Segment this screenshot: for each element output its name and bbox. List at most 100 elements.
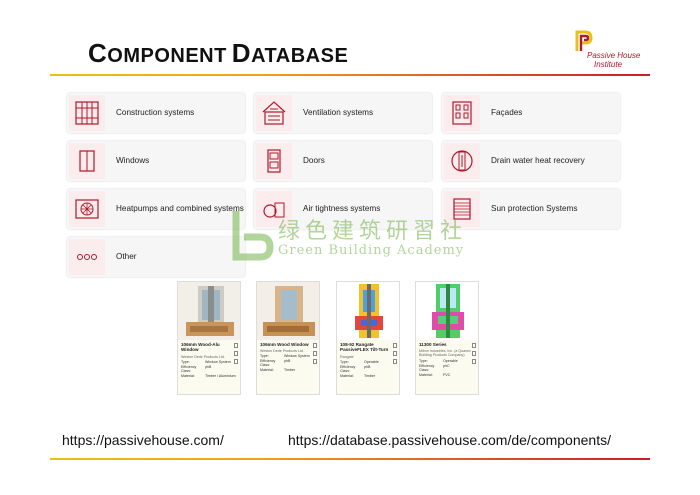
product-card[interactable]: 106mm Wood Window Weston Dede Products L…	[256, 281, 320, 395]
sun-protection-icon	[444, 191, 480, 227]
document-icons	[234, 343, 238, 364]
spec-key: Efficiency Class:	[419, 363, 435, 372]
category-air-tightness-systems[interactable]: Air tightness systems	[254, 189, 432, 229]
document-icons	[313, 343, 317, 364]
spec-value: phB	[284, 359, 291, 364]
category-label: Windows	[116, 156, 150, 166]
product-name: 106mm Wood-Alu Window	[181, 342, 220, 353]
spec-value: Operable	[443, 358, 458, 363]
spec-value: Operable	[364, 359, 379, 364]
title-word-database: ATABASE	[251, 45, 349, 67]
watermark-logo-icon	[232, 211, 274, 261]
spec-key: Material:	[419, 372, 433, 377]
logo-text-line2: Institute	[594, 60, 623, 69]
passive-house-logo-icon	[575, 30, 593, 51]
spec-value: Timber / Aluminium	[205, 373, 236, 378]
spec-value: Window System	[205, 359, 231, 364]
category-label: Other	[116, 252, 137, 262]
spec-value: phB	[205, 364, 212, 369]
spec-value: phC	[443, 363, 450, 368]
construction-icon	[69, 95, 105, 131]
spec-value: phB	[364, 364, 371, 369]
category-windows[interactable]: Windows	[67, 141, 245, 181]
product-maker: Milron Industries, Inc. (a Quanex Buildi…	[419, 349, 471, 358]
category-other[interactable]: Other	[67, 237, 245, 277]
category-label: Heatpumps and combined systems	[116, 204, 244, 214]
link-passivehouse[interactable]: https://passivehouse.com/	[62, 432, 224, 448]
spec-value: Window System	[284, 354, 310, 359]
other-icon	[69, 239, 105, 275]
bottom-divider	[50, 458, 650, 460]
document-icon[interactable]	[313, 351, 317, 356]
product-image	[337, 282, 399, 340]
spec-key: Type:	[340, 359, 349, 364]
heatpump-icon	[69, 191, 105, 227]
category-label: Ventilation systems	[303, 108, 374, 118]
document-icons	[393, 343, 397, 364]
category-ventilation-systems[interactable]: Ventilation systems	[254, 93, 432, 133]
spec-key: Type:	[260, 354, 269, 359]
spec-key: Type:	[181, 359, 190, 364]
category-sun-protection-systems[interactable]: Sun protection Systems	[442, 189, 620, 229]
product-maker: Weston Dede Products Ltd.	[181, 354, 225, 359]
category-heatpumps[interactable]: Heatpumps and combined systems	[67, 189, 245, 229]
product-card[interactable]: 106mm Wood-Alu Window Weston Dede Produc…	[177, 281, 241, 395]
document-icons	[472, 343, 476, 364]
document-icon[interactable]	[234, 359, 238, 364]
product-card[interactable]: 108-92 Rangate PassiveFLEX Tilt-Turn Ran…	[336, 281, 400, 395]
product-name: 11300 Series	[419, 342, 447, 347]
spec-value: Timber	[364, 373, 376, 378]
watermark: 绿色建筑研習社 Green Building Academy	[230, 205, 480, 265]
product-name: 108-92 Rangate PassiveFLEX Tilt-Turn	[340, 342, 389, 353]
link-component-database[interactable]: https://database.passivehouse.com/de/com…	[288, 432, 611, 448]
document-icon[interactable]	[393, 343, 397, 348]
watermark-text-cn: 绿色建筑研習社	[278, 219, 468, 244]
window-icon	[69, 143, 105, 179]
category-label: Doors	[303, 156, 325, 166]
document-icon[interactable]	[472, 351, 476, 356]
document-icon[interactable]	[393, 351, 397, 356]
document-icon[interactable]	[234, 351, 238, 356]
category-label: Façades	[491, 108, 523, 118]
spec-key: Efficiency Class:	[181, 364, 197, 373]
document-icon[interactable]	[234, 343, 238, 348]
facade-icon	[444, 95, 480, 131]
category-label: Sun protection Systems	[491, 204, 578, 214]
product-image	[257, 282, 319, 340]
top-divider	[50, 74, 650, 76]
product-maker: Weston Dede Products Ltd.	[260, 349, 304, 354]
title-initial-d: D	[231, 38, 252, 68]
title-initial-c: C	[88, 38, 108, 68]
category-drain-water-heat-recovery[interactable]: Drain water heat recovery	[442, 141, 620, 181]
document-icon[interactable]	[313, 343, 317, 348]
watermark-text-en: Green Building Academy	[278, 243, 465, 258]
spec-key: Type:	[419, 358, 428, 363]
product-image	[416, 282, 478, 340]
ventilation-icon	[256, 95, 292, 131]
document-icon[interactable]	[313, 359, 317, 364]
category-doors[interactable]: Doors	[254, 141, 432, 181]
product-image	[178, 282, 240, 340]
document-icon[interactable]	[472, 359, 476, 364]
spec-value: Timber	[284, 368, 296, 373]
title-word-component: OMPONENT	[107, 45, 227, 67]
category-label: Construction systems	[116, 108, 195, 118]
product-maker: Rangate	[340, 354, 354, 359]
logo-text-line1: Passive House	[587, 51, 641, 60]
category-label: Air tightness systems	[303, 204, 381, 214]
document-icon[interactable]	[472, 343, 476, 348]
category-construction-systems[interactable]: Construction systems	[67, 93, 245, 133]
drain-heat-recovery-icon	[444, 143, 480, 179]
spec-key: Efficiency Class:	[340, 364, 356, 373]
category-label: Drain water heat recovery	[491, 156, 585, 166]
category-facades[interactable]: Façades	[442, 93, 620, 133]
product-name: 106mm Wood Window	[260, 342, 309, 347]
product-card[interactable]: 11300 Series Milron Industries, Inc. (a …	[415, 281, 479, 395]
spec-value: PVC	[443, 372, 451, 377]
page-title: COMPONENT DATABASE	[88, 38, 348, 69]
document-icon[interactable]	[393, 359, 397, 364]
spec-key: Efficiency Class:	[260, 359, 276, 368]
air-tightness-icon	[256, 191, 292, 227]
spec-key: Material:	[260, 368, 274, 373]
